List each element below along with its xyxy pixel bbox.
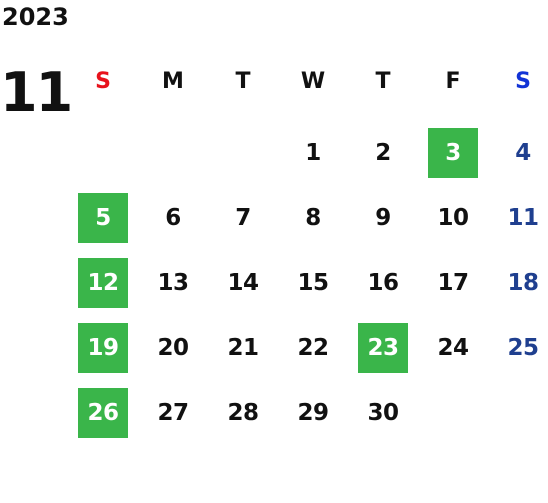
day-cell: 27 (138, 380, 208, 445)
weekday-thursday: T (375, 68, 391, 94)
day-number: 22 (297, 334, 329, 361)
day-number: 10 (437, 204, 469, 231)
year-label: 2023 (2, 3, 69, 31)
day-cell: 5 (68, 185, 138, 250)
day-number: 13 (157, 269, 189, 296)
day-number: 3 (428, 127, 478, 178)
day-number: 2 (375, 139, 391, 166)
weekday-tuesday: T (235, 68, 251, 94)
calendar-grid: S M T W T F S 1 2 3 4 5 6 7 8 9 10 11 12… (68, 55, 548, 445)
day-cell: 29 (278, 380, 348, 445)
day-number (498, 388, 548, 438)
day-cell: 11 (488, 185, 548, 250)
day-number: 19 (78, 322, 128, 373)
day-cell: 19 (68, 315, 138, 380)
day-cell: 22 (278, 315, 348, 380)
weekday-friday: F (445, 68, 461, 94)
day-number: 20 (157, 334, 189, 361)
day-number: 29 (297, 399, 329, 426)
day-number: 14 (227, 269, 259, 296)
day-cell: 15 (278, 250, 348, 315)
day-number: 12 (78, 257, 128, 308)
day-number (148, 128, 198, 178)
weekday-wednesday: W (300, 68, 326, 94)
day-number: 4 (515, 139, 531, 166)
day-number: 9 (375, 204, 391, 231)
day-cell: 10 (418, 185, 488, 250)
day-number: 17 (437, 269, 469, 296)
day-cell: 2 (348, 120, 418, 185)
day-cell: 20 (138, 315, 208, 380)
weekday-saturday: S (515, 68, 531, 94)
day-cell (68, 120, 138, 185)
day-number: 18 (507, 269, 539, 296)
day-cell (208, 120, 278, 185)
day-number: 28 (227, 399, 259, 426)
day-number: 11 (507, 204, 539, 231)
day-cell (138, 120, 208, 185)
day-number: 15 (297, 269, 329, 296)
day-cell: 13 (138, 250, 208, 315)
day-number (428, 388, 478, 438)
weekday-monday: M (162, 68, 184, 94)
day-cell: 6 (138, 185, 208, 250)
day-cell: 3 (418, 120, 488, 185)
day-cell: 30 (348, 380, 418, 445)
month-label: 11 (0, 61, 73, 124)
day-cell: 21 (208, 315, 278, 380)
day-cell: 28 (208, 380, 278, 445)
day-number (78, 128, 128, 178)
day-number: 6 (165, 204, 181, 231)
day-number: 27 (157, 399, 189, 426)
day-number: 1 (305, 139, 321, 166)
day-cell: 16 (348, 250, 418, 315)
weekday-sunday: S (95, 68, 111, 94)
day-cell: 4 (488, 120, 548, 185)
day-number: 24 (437, 334, 469, 361)
day-number: 26 (78, 387, 128, 438)
day-cell: 17 (418, 250, 488, 315)
day-number: 25 (507, 334, 539, 361)
day-cell: 8 (278, 185, 348, 250)
day-cell (488, 380, 548, 445)
day-cell: 25 (488, 315, 548, 380)
day-cell: 9 (348, 185, 418, 250)
day-number: 7 (235, 204, 251, 231)
day-cell: 12 (68, 250, 138, 315)
day-cell: 18 (488, 250, 548, 315)
day-number: 23 (358, 322, 408, 373)
day-number: 16 (367, 269, 399, 296)
day-number: 8 (305, 204, 321, 231)
day-cell: 26 (68, 380, 138, 445)
day-number: 5 (78, 192, 128, 243)
day-cell: 1 (278, 120, 348, 185)
day-cell: 14 (208, 250, 278, 315)
day-cell (418, 380, 488, 445)
day-number (218, 128, 268, 178)
day-cell: 7 (208, 185, 278, 250)
day-number: 21 (227, 334, 259, 361)
day-number: 30 (367, 399, 399, 426)
day-cell: 23 (348, 315, 418, 380)
day-cell: 24 (418, 315, 488, 380)
